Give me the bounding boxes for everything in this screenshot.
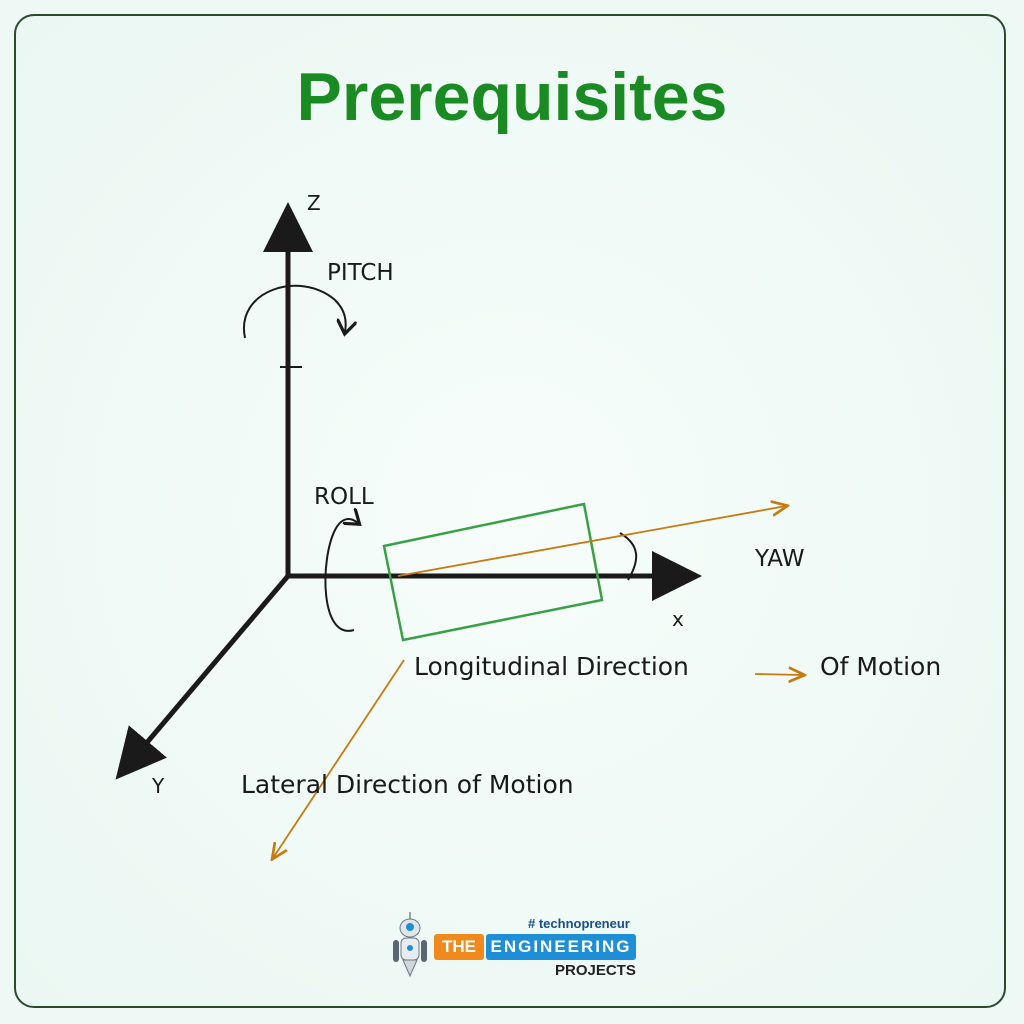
logo-tagline: # technopreneur — [528, 916, 630, 931]
longitudinal-arrow — [397, 506, 786, 577]
logo-engineering: ENGINEERING — [486, 934, 636, 960]
yaw-rotation-mark — [619, 532, 638, 581]
pitch-rotation-arrow — [242, 284, 346, 339]
of-motion-label: Of Motion — [820, 652, 941, 681]
logo-projects: PROJECTS — [555, 962, 636, 979]
pitch-label: PITCH — [327, 260, 394, 286]
vehicle-body-box — [382, 502, 604, 642]
z-axis-label: Z — [307, 191, 321, 215]
roll-rotation-arrow — [324, 519, 358, 632]
logo-the: THE — [434, 934, 484, 960]
roll-label: ROLL — [314, 484, 374, 510]
card-frame — [14, 14, 1006, 1008]
of-motion-arrow — [754, 674, 803, 675]
y-axis-label: Y — [151, 774, 165, 798]
robot-icon — [393, 912, 427, 978]
lateral-label: Lateral Direction of Motion — [241, 770, 574, 799]
y-axis — [115, 574, 290, 780]
page-title: Prerequisites — [296, 59, 728, 135]
brand-logo: # technopreneur THE ENGINEERING PROJECTS — [390, 912, 640, 982]
longitudinal-label: Longitudinal Direction — [414, 652, 689, 681]
x-axis-label: x — [672, 607, 684, 631]
yaw-label: YAW — [754, 546, 804, 572]
lateral-arrow — [273, 659, 405, 858]
